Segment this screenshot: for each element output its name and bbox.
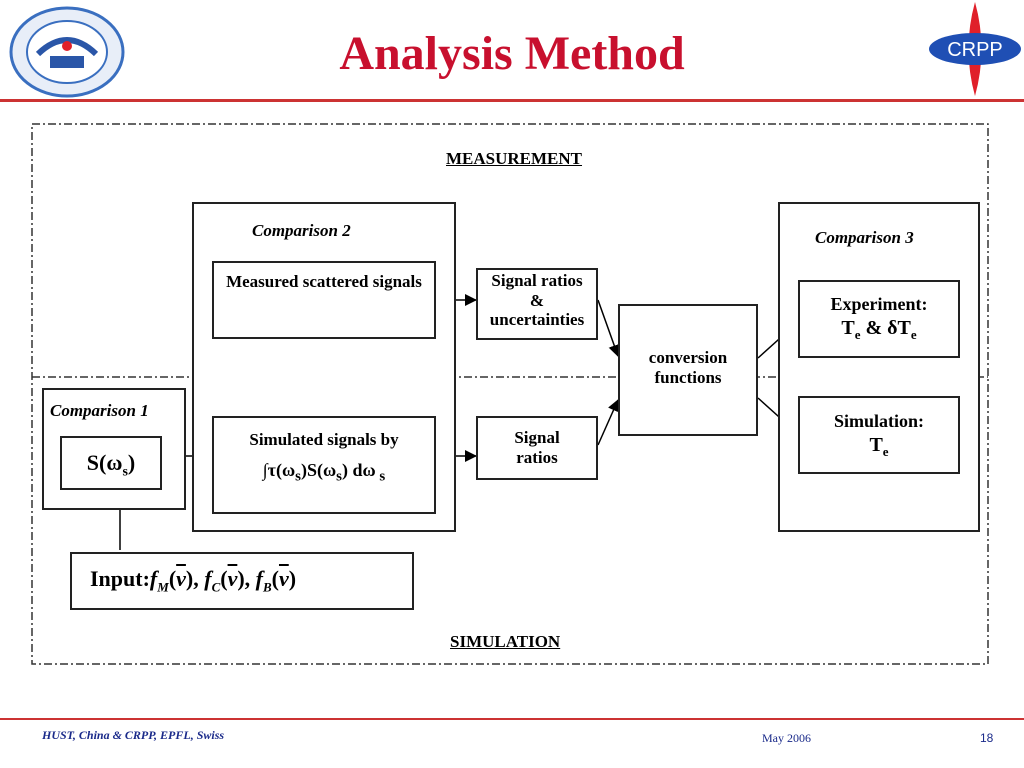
vector-v: v [278, 566, 289, 591]
measured-signals-text: Measured scattered signals [226, 272, 422, 291]
footer-affiliation: HUST, China & CRPP, EPFL, Swiss [42, 728, 225, 742]
crpp-logo: CRPP [926, 0, 1024, 98]
experiment-te: Te & δTe [841, 316, 917, 342]
signal-ratios-box: Signal ratios [476, 416, 598, 480]
input-formula: Input:fM(v), fC(v), fB(v) [90, 566, 297, 595]
simulated-signals-text: Simulated signals by [249, 430, 399, 449]
measurement-label: MEASUREMENT [446, 149, 583, 168]
signal-ratios-uncertainties-box: Signal ratios & uncertainties [476, 268, 598, 340]
measured-signals-box: Measured scattered signals [212, 261, 436, 339]
comparison1-label: Comparison 1 [50, 401, 149, 420]
comparison2-label: Comparison 2 [252, 221, 351, 240]
page-title: Analysis Method [339, 27, 685, 80]
s-omega-box: S(ωs) [60, 436, 162, 490]
simulation-te: Te [869, 433, 889, 459]
header-divider [0, 99, 1024, 102]
footer-divider [0, 718, 1024, 720]
hust-logo [8, 6, 126, 98]
footer-date: May 2006 [762, 731, 811, 745]
input-box: Input:fM(v), fC(v), fB(v) [70, 552, 414, 610]
crpp-logo-text: CRPP [947, 39, 1003, 61]
vector-v: v [176, 566, 186, 591]
diagram-frame [31, 123, 989, 665]
comparison3-group [778, 202, 980, 532]
simulated-signals-box: Simulated signals by ∫τ(ωs)S(ωs) dω s [212, 416, 436, 514]
simulation-label: SIMULATION [450, 632, 561, 651]
arrow-ratios-to-conversion [597, 399, 620, 446]
integral-formula: ∫τ(ωs)S(ωs) dω s [262, 460, 386, 485]
experiment-box: Experiment: Te & δTe [798, 280, 960, 358]
vector-v: v [227, 566, 238, 591]
comparison3-label: Comparison 3 [815, 228, 914, 247]
conversion-functions-box: conversion functions [618, 304, 758, 436]
simulation-result-box: Simulation: Te [798, 396, 960, 474]
page-number: 18 [980, 731, 994, 745]
arrow-ratios-unc-to-conversion [597, 299, 620, 357]
